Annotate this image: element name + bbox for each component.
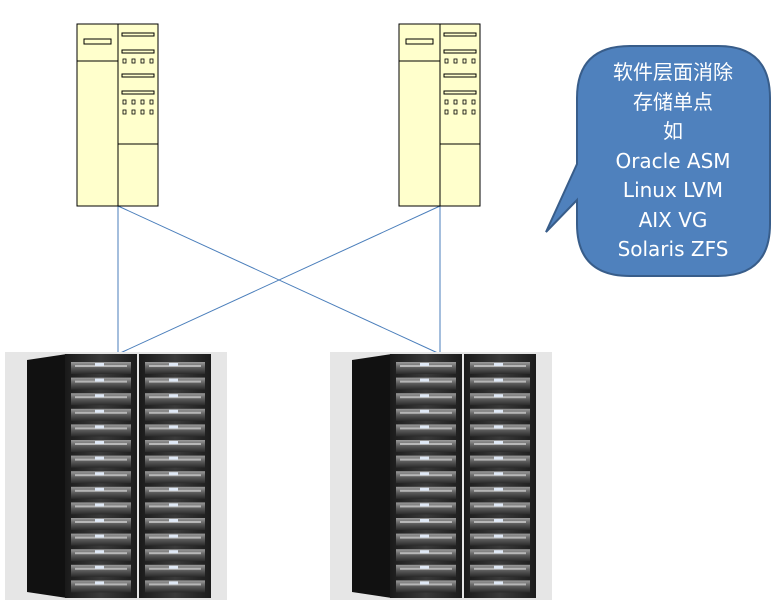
- link-server2-storage1: [117, 205, 441, 355]
- callout-line: AIX VG: [638, 207, 708, 232]
- connection-lines: [117, 205, 441, 355]
- storage-rack-icon: [330, 352, 552, 600]
- callout-bubble: [545, 45, 771, 277]
- callout-line: Linux LVM: [622, 178, 724, 202]
- storage-rack-icon: [5, 352, 227, 600]
- server-tower-icon: [398, 23, 481, 207]
- callout-text: 软件层面消除 存储单点 如 Oracle ASM Linux LVM AIX V…: [584, 58, 762, 265]
- callout-line: 软件层面消除: [613, 60, 733, 84]
- callout-line: Oracle ASM: [615, 148, 731, 173]
- callout-line: 如: [663, 119, 683, 143]
- server-tower-icon: [76, 23, 159, 207]
- callout-line: Solaris ZFS: [617, 237, 729, 261]
- callout-line: 存储单点: [633, 89, 713, 114]
